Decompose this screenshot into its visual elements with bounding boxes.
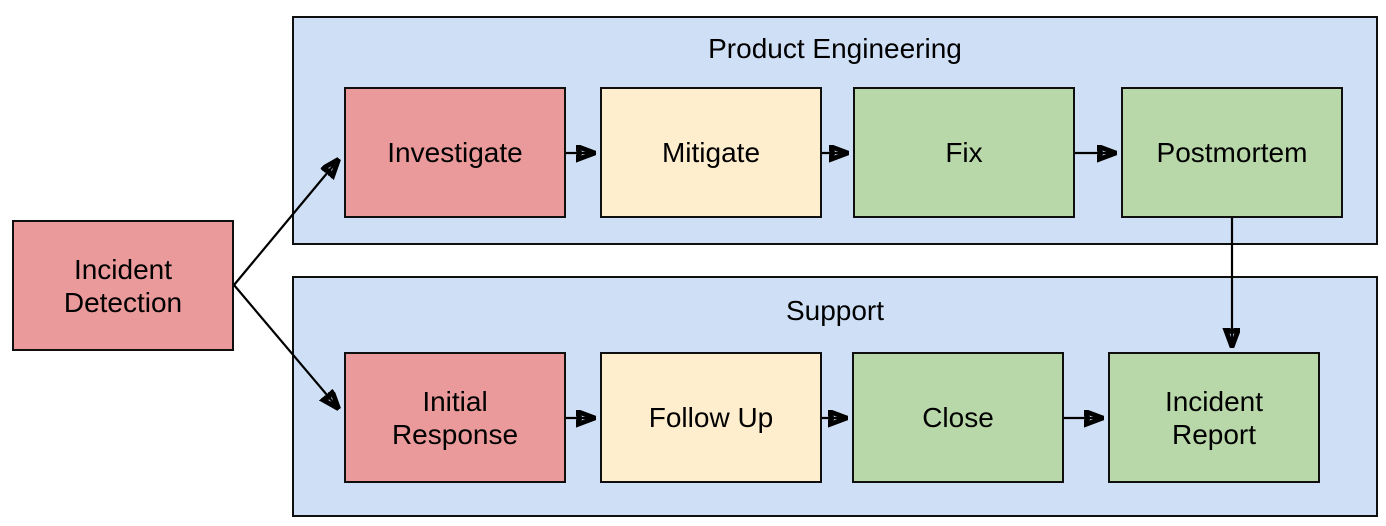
swimlane-title-support: Support (785, 295, 885, 326)
node-mitigate[interactable]: Mitigate (600, 87, 822, 218)
node-close[interactable]: Close (852, 352, 1064, 483)
edge-detection-to-investigate (233, 160, 338, 286)
node-incident-report[interactable]: Incident Report (1108, 352, 1320, 483)
edge-detection-to-initial-response (233, 284, 338, 408)
node-incident-detection[interactable]: Incident Detection (12, 220, 234, 351)
node-follow-up[interactable]: Follow Up (600, 352, 822, 483)
node-fix[interactable]: Fix (853, 87, 1075, 218)
node-investigate[interactable]: Investigate (344, 87, 566, 218)
swimlane-title-product-engineering: Product Engineering (708, 33, 962, 64)
node-initial-response[interactable]: Initial Response (344, 352, 566, 483)
node-postmortem[interactable]: Postmortem (1121, 87, 1343, 218)
